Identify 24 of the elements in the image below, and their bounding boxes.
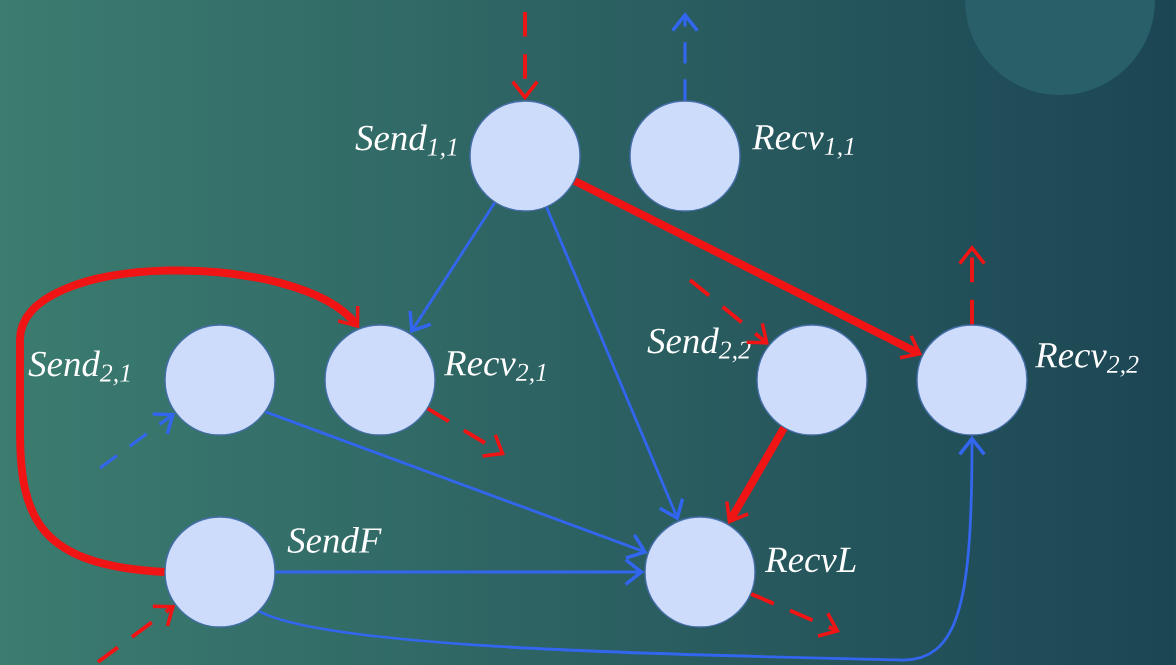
arrow	[99, 412, 176, 470]
arrow	[750, 592, 840, 638]
arrow	[545, 206, 685, 521]
node-label: Recv$_{2,2}$	[1034, 343, 1139, 377]
arrow	[725, 426, 788, 524]
arrow	[275, 558, 645, 586]
node-label: Recv$_{1,1}$	[751, 125, 854, 159]
arrow	[265, 410, 648, 560]
arrow	[573, 177, 923, 360]
arrow	[958, 245, 986, 325]
node-label: RecvL	[764, 547, 856, 573]
node-label: Send$_{2,2}$	[647, 327, 751, 363]
arrow	[258, 435, 986, 662]
node-label: SendF	[287, 527, 382, 553]
arrow	[408, 201, 496, 334]
arrow	[96, 604, 176, 664]
arrow	[671, 12, 699, 101]
arrow	[16, 266, 360, 576]
arrow	[688, 278, 769, 345]
node-label: Send$_{2,1}$	[28, 350, 130, 386]
node-label: Send$_{1,1}$	[355, 124, 457, 160]
node-label: Recv$_{2,1}$	[443, 351, 546, 385]
arrow	[426, 407, 505, 458]
arrow	[511, 12, 539, 101]
